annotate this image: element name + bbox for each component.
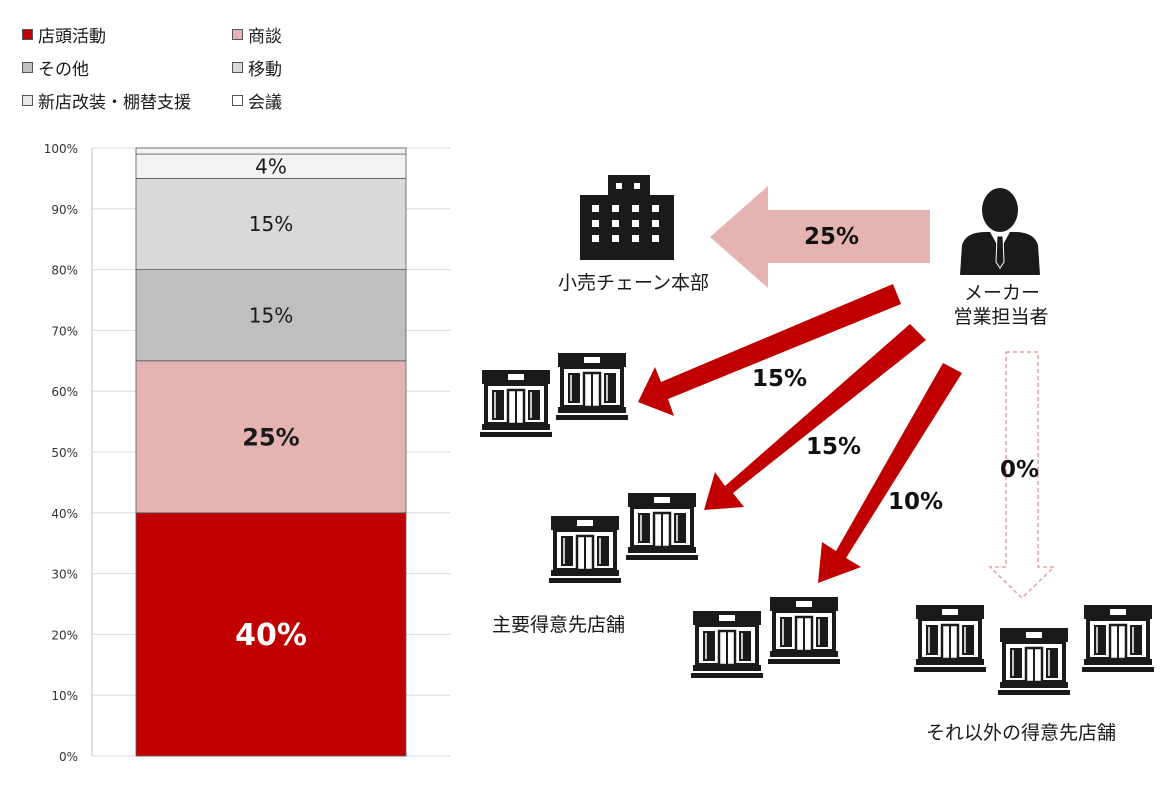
y-tick-label: 50% [51,446,78,460]
y-tick-label: 70% [51,324,78,338]
legend-item-kaigi: 会議 [232,88,282,113]
arrow-other-percent: 0% [1000,457,1040,483]
rep-label-line1: メーカー [963,282,1040,304]
arrow-to-store-2 [704,324,926,510]
legend-label-shodan: 商談 [248,27,282,47]
arrow-to-other-stores [988,351,1056,600]
bar-data-label: 15% [249,303,293,327]
store-icon [996,626,1072,697]
y-tick-label: 60% [51,385,78,399]
arrow-to-store-1 [638,284,901,416]
store-icon [624,491,700,562]
bar-segment [135,512,407,757]
bar-segment [135,269,407,362]
legend-swatch-sonota [22,62,33,73]
building-icon [580,175,674,260]
legend-swatch-shinten [22,95,33,106]
store-icon [689,609,765,680]
legend-swatch-shodan [232,29,243,40]
y-tick-label: 0% [59,750,78,764]
bar-segment [135,177,407,270]
y-axis-ticks: 0% 10% 20% 30% 40% 50% 60% 70% 80% 90% 100% [44,142,78,764]
legend-item-tento: 店頭活動 [22,22,106,47]
legend-label-ido: 移動 [248,60,282,80]
y-tick-label: 100% [44,142,78,156]
rep-label-line2: 営業担当者 [953,306,1049,328]
bar-data-label: 25% [242,423,299,451]
person-icon [960,188,1040,275]
store-icon [478,368,554,439]
arrow-store-1-percent: 15% [752,366,808,392]
y-tick-label: 20% [51,628,78,642]
store-icon [766,595,842,666]
store-icon [1080,603,1156,674]
legend-label-shinten: 新店改装・棚替支援 [38,93,191,113]
arrow-store-3-percent: 10% [888,489,944,515]
y-tick-label: 40% [51,507,78,521]
legend-item-sonota: その他 [22,55,89,80]
bar-data-labels: 40% 25% 15% 15% 4% [235,154,307,653]
legend-item-shodan: 商談 [232,22,282,47]
y-tick-label: 10% [51,689,78,703]
bar-data-label: 40% [235,618,307,653]
y-tick-label: 80% [51,264,78,278]
store-icon [554,351,630,422]
arrow-to-hq [710,186,930,288]
bar-segments [135,147,407,757]
legend-swatch-kaigi [232,95,243,106]
legend-label-sonota: その他 [38,60,89,80]
bar-segment [135,153,407,179]
legend-label-tento: 店頭活動 [38,27,106,47]
stacked-bar-chart: 0% 10% 20% 30% 40% 50% 60% 70% 80% 90% 100% 40% 25%… [44,142,450,764]
legend-swatch-tento [22,29,33,40]
bar-data-label: 4% [255,154,287,178]
legend-swatch-ido [232,62,243,73]
bar-segment [135,360,407,514]
arrow-to-store-3 [818,363,962,583]
legend-item-ido: 移動 [232,55,282,80]
chart-legend: 店頭活動 商談 その他 移動 新店改装・棚替支援 会議 [0,0,330,120]
hq-label: 小売チェーン本部 [558,272,710,294]
legend-label-kaigi: 会議 [248,93,282,113]
store-icon [912,603,988,674]
arrow-store-2-percent: 15% [806,434,862,460]
y-tick-label: 30% [51,568,78,582]
y-tick-label: 90% [51,203,78,217]
other-stores-label: それ以外の得意先店舗 [926,722,1117,744]
bar-data-label: 15% [249,212,293,236]
main-stores-label: 主要得意先店舗 [492,614,626,636]
legend-item-shinten: 新店改装・棚替支援 [22,88,191,113]
arrow-hq-percent: 25% [804,224,860,250]
bar-segment [135,147,407,155]
store-icon [547,514,623,585]
